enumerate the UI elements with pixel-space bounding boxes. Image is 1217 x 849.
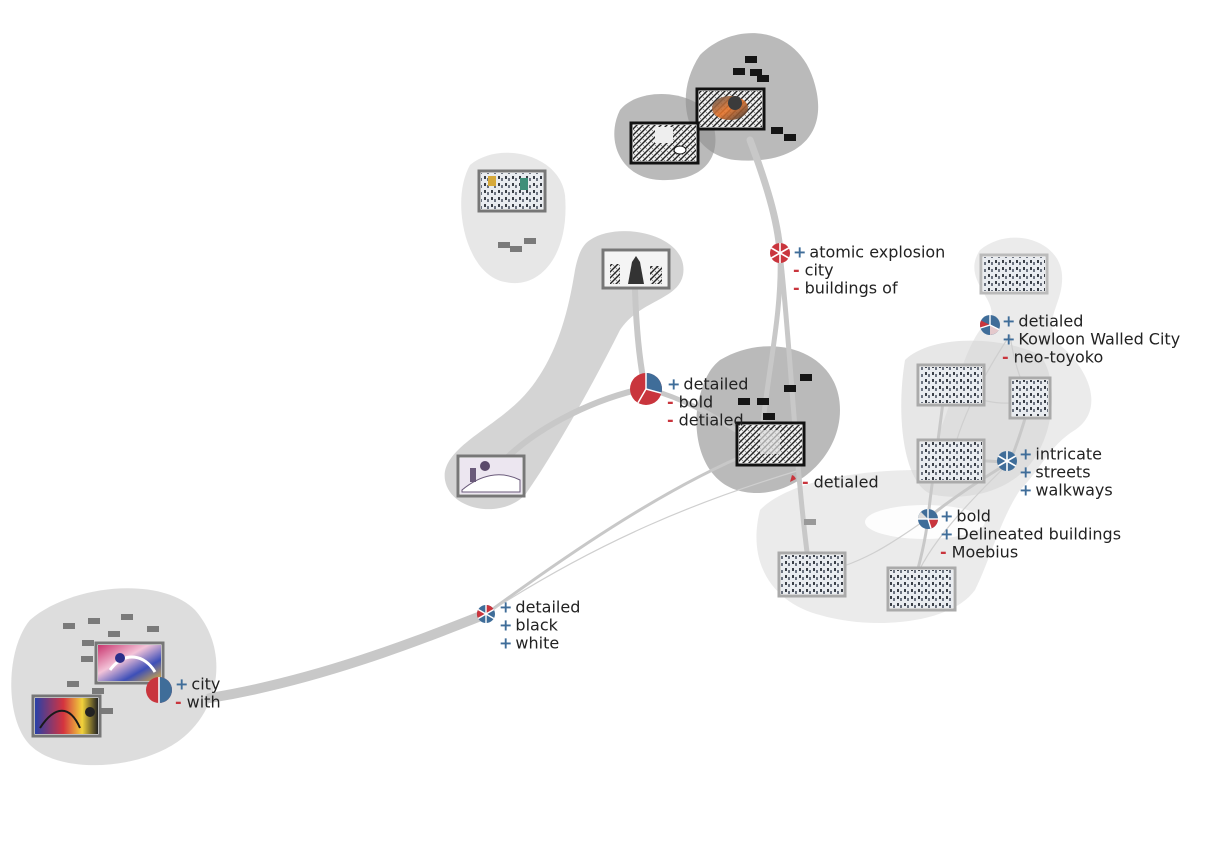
- thumbnail-kowloon-3[interactable]: [1008, 376, 1052, 420]
- token-marker: [81, 656, 93, 662]
- token-marker: [757, 75, 769, 82]
- svg-text:+Delineated buildings: +Delineated buildings: [940, 525, 1121, 544]
- thumbnail-kowloon-1[interactable]: [979, 253, 1049, 295]
- token-marker: [63, 623, 75, 629]
- svg-text:+intricate: +intricate: [1019, 445, 1102, 464]
- token-marker: [750, 69, 762, 76]
- token-marker: [757, 398, 769, 405]
- thumbnail-kowloon-6[interactable]: [886, 566, 957, 612]
- term-group-intricate[interactable]: +intricate +streets +walkways: [1019, 445, 1113, 500]
- svg-text:+city: +city: [175, 675, 220, 694]
- token-marker: [800, 374, 812, 381]
- token-marker: [745, 56, 757, 63]
- svg-text:-detialed: -detialed: [802, 473, 879, 492]
- thumbnail-pagoda-city[interactable]: [601, 248, 671, 290]
- svg-text:-buildings of: -buildings of: [793, 279, 898, 298]
- glyph-detailed-bold[interactable]: [630, 373, 662, 405]
- thumbnail-colorful-art-2[interactable]: [31, 694, 102, 738]
- glyph-city-with[interactable]: [146, 677, 172, 703]
- token-marker: [784, 385, 796, 392]
- cluster-right-faint: [756, 237, 1092, 623]
- thumbnail-dark-city-2[interactable]: [735, 421, 806, 467]
- token-marker: [147, 626, 159, 632]
- svg-text:+black: +black: [499, 616, 559, 635]
- token-marker: [67, 681, 79, 687]
- svg-text:+Kowloon Walled City: +Kowloon Walled City: [1002, 330, 1180, 349]
- token-markers-grey: [63, 238, 816, 714]
- thumbnail-kowloon-5[interactable]: [777, 551, 847, 598]
- term-group-detailed-bold[interactable]: +detailed -bold -detialed: [667, 375, 748, 430]
- glyph-kowloon[interactable]: [979, 315, 1000, 336]
- thumbnail-kowloon-4[interactable]: [916, 438, 986, 484]
- term-group-detialed-single[interactable]: -detialed: [802, 473, 879, 492]
- cluster-diagonal: [444, 231, 684, 510]
- svg-text:+walkways: +walkways: [1019, 481, 1113, 500]
- token-marker: [510, 246, 522, 252]
- term-group-city-with[interactable]: +city -with: [175, 675, 221, 712]
- token-marker: [92, 688, 104, 694]
- thumbnail-colorful-buildings[interactable]: [477, 169, 547, 213]
- svg-text:+detailed: +detailed: [667, 375, 748, 394]
- edge-black-white-to-center: [484, 450, 754, 616]
- thumbnail-snowy-city[interactable]: [456, 454, 526, 498]
- token-marker: [101, 708, 113, 714]
- thumbnail-colorful-art-1[interactable]: [94, 641, 165, 685]
- svg-text:+streets: +streets: [1019, 463, 1091, 482]
- token-marker: [733, 68, 745, 75]
- edge-atomic-to-top: [746, 136, 784, 257]
- svg-text:+white: +white: [499, 634, 559, 653]
- token-marker: [524, 238, 536, 244]
- svg-text:-Moebius: -Moebius: [940, 543, 1018, 562]
- svg-text:+detailed: +detailed: [499, 598, 580, 617]
- term-group-kowloon[interactable]: +detialed +Kowloon Walled City -neo-toyo…: [1002, 312, 1180, 367]
- svg-text:-with: -with: [175, 693, 221, 712]
- svg-text:-bold: -bold: [667, 393, 713, 412]
- token-marker: [82, 640, 94, 646]
- token-marker: [771, 127, 783, 134]
- edge-black-white-to-right: [485, 469, 801, 615]
- edge-atomic-to-bottom: [777, 250, 811, 563]
- token-marker: [121, 614, 133, 620]
- token-marker: [108, 631, 120, 637]
- thumbnail-dark-city-1[interactable]: [629, 121, 700, 165]
- glyph-intricate[interactable]: [997, 451, 1017, 471]
- edge-city-with-to-black-white: [205, 609, 491, 703]
- term-group-atomic[interactable]: +atomic explosion -city -buildings of: [793, 243, 945, 298]
- token-marker: [738, 398, 750, 405]
- svg-text:+atomic explosion: +atomic explosion: [793, 243, 945, 262]
- term-group-black-white[interactable]: +detailed +black +white: [499, 598, 580, 653]
- svg-text:-neo-toyoko: -neo-toyoko: [1002, 348, 1103, 367]
- glyph-black-white[interactable]: [476, 605, 495, 623]
- glyph-moebius[interactable]: [918, 509, 938, 529]
- glyph-atomic[interactable]: [770, 243, 790, 263]
- token-marker: [88, 618, 100, 624]
- svg-text:+detialed: +detialed: [1002, 312, 1083, 331]
- term-glyphs: [146, 243, 1017, 703]
- thumbnail-kowloon-2[interactable]: [916, 363, 986, 407]
- term-labels: +atomic explosion -city -buildings of +d…: [175, 243, 1180, 712]
- token-marker: [763, 413, 775, 420]
- svg-text:-city: -city: [793, 261, 834, 280]
- svg-text:-detialed: -detialed: [667, 411, 744, 430]
- token-marker: [784, 134, 796, 141]
- token-marker: [498, 242, 510, 248]
- glyph-detialed[interactable]: [790, 475, 796, 482]
- thumbnail-atomic-explosion[interactable]: [695, 87, 766, 131]
- token-marker: [804, 519, 816, 525]
- term-group-moebius[interactable]: +bold +Delineated buildings -Moebius: [940, 507, 1121, 562]
- image-thumbnails: [31, 87, 1052, 738]
- svg-text:+bold: +bold: [940, 507, 991, 526]
